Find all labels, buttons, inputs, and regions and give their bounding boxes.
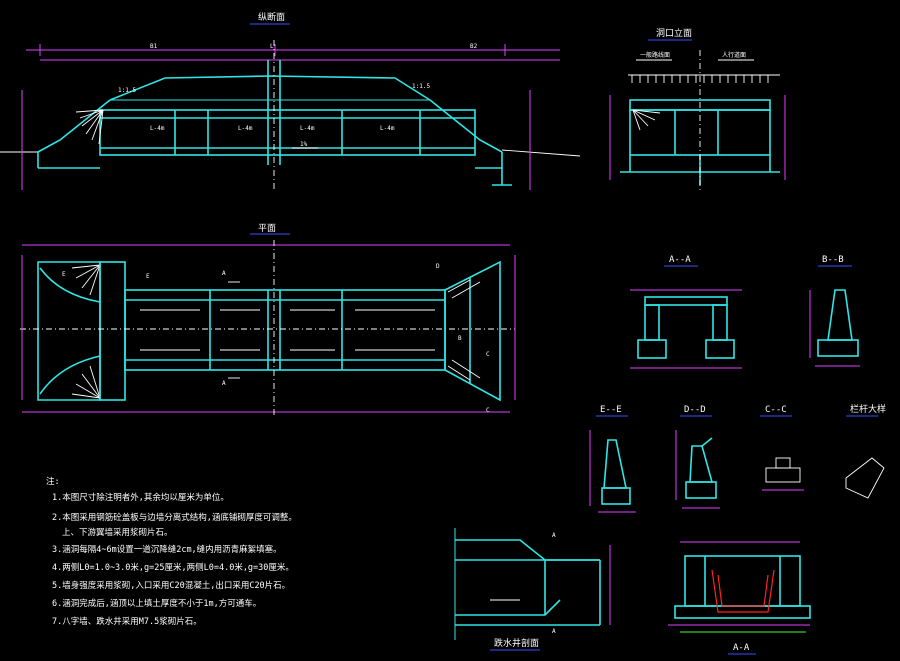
section-c-c: C--C	[760, 405, 804, 491]
note-1: 1.本图尺寸除注明者外,其余均以厘米为单位。	[52, 492, 229, 503]
label-culvert-top: 人行道面	[722, 51, 746, 59]
notes-block: 注: 1.本图尺寸除注明者外,其余均以厘米为单位。 2.本图采用钢筋砼盖板与边墙…	[46, 476, 297, 627]
note-6: 6.涵洞完成后,涵顶以上填土厚度不小于1m,方可通车。	[52, 598, 261, 609]
section-e-e: E--E	[589, 405, 636, 513]
title-drop-inlet: 跌水井剖面	[494, 637, 539, 649]
seg-label-d: L-4m	[380, 125, 395, 132]
longitudinal-section: 纵断面 B1 L B2	[0, 11, 581, 190]
section-rail-detail: 栏杆大样	[845, 403, 886, 499]
section-mark-d: D	[436, 263, 440, 270]
title-section-aa-large: A-A	[733, 643, 750, 653]
section-mark-a-bottom: A	[222, 380, 226, 387]
title-section-cc: C--C	[765, 405, 787, 415]
portal-elevation: 洞口立面 一般路线面 人行道面	[609, 27, 786, 190]
note-7: 7.八字墙、跌水井采用M7.5浆砌片石。	[52, 616, 202, 627]
section-mark-a-top: A	[222, 270, 226, 277]
note-3: 3.涵洞每隔4~6m设置一道沉降缝2cm,缝内用沥青麻絮填塞。	[52, 544, 282, 555]
drop-inlet-section: A A 跌水井剖面	[454, 528, 611, 651]
section-mark-e2: E	[62, 271, 66, 278]
svg-text:A: A	[552, 628, 556, 635]
slope-label-right: 1:1.5	[412, 83, 430, 90]
note-5: 5.墙身强度采用浆砌,入口采用C20混凝土,出口采用C20片石。	[52, 580, 290, 591]
plan-view: 平面	[20, 223, 516, 415]
svg-text:L: L	[270, 43, 274, 50]
notes-heading: 注:	[46, 476, 60, 487]
svg-text:A: A	[552, 532, 556, 539]
svg-text:B2: B2	[470, 43, 478, 50]
title-longitudinal: 纵断面	[258, 11, 285, 23]
title-plan: 平面	[258, 223, 276, 234]
note-2-cont: 上、下游翼墙采用浆砌片石。	[62, 527, 173, 538]
section-mark-e: E	[146, 273, 150, 280]
title-section-bb: B--B	[822, 255, 844, 265]
title-section-dd: D--D	[684, 405, 706, 415]
section-b-b: B--B	[809, 255, 860, 367]
title-section-aa-small: A--A	[669, 255, 691, 265]
label-road-surface: 一般路线面	[640, 51, 670, 59]
section-mark-b: B	[458, 335, 462, 342]
note-2: 2.本图采用钢筋砼盖板与边墙分离式结构,涵底铺砌厚度可调整。	[52, 512, 297, 523]
slope-label-left: 1:1.5	[118, 87, 136, 94]
section-a-a-small: A--A	[630, 255, 742, 369]
title-section-rail: 栏杆大样	[850, 403, 886, 415]
seg-label-c: L-4m	[300, 125, 315, 132]
note-4: 4.两侧L0=1.0~3.0米,g=25厘米,两侧L0=4.0米,g=30厘米。	[52, 562, 294, 573]
section-d-d: D--D	[675, 405, 720, 509]
seg-label-a: L-4m	[150, 125, 165, 132]
slope-percent: 1%	[300, 141, 308, 148]
section-a-a-large: A-A	[668, 541, 811, 655]
seg-label-b: L-4m	[238, 125, 253, 132]
title-section-ee: E--E	[600, 405, 622, 415]
section-mark-c2: C	[486, 407, 490, 414]
title-portal: 洞口立面	[656, 27, 692, 39]
section-mark-c: C	[486, 351, 490, 358]
svg-text:B1: B1	[150, 43, 158, 50]
